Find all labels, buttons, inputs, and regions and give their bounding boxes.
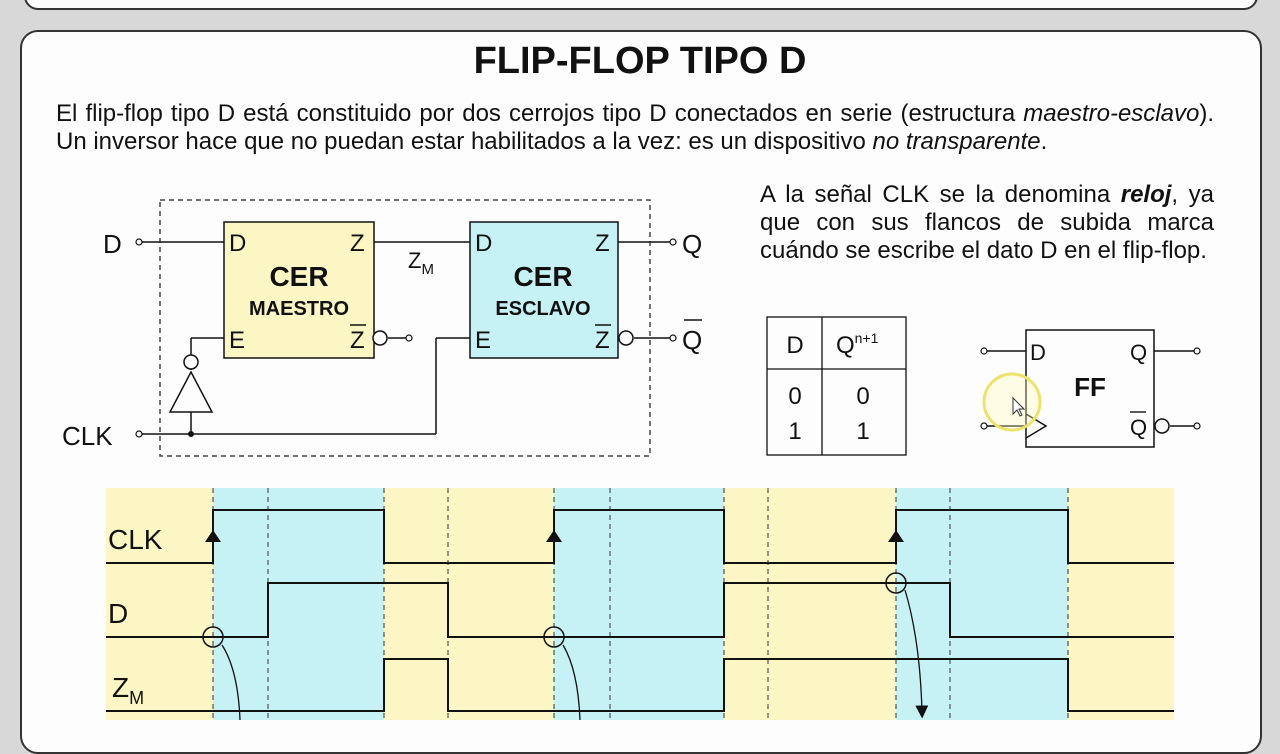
- timing-band: [268, 488, 384, 720]
- dashed-boundary: [159, 199, 651, 457]
- timing-band: [448, 488, 554, 720]
- d-waveform: [106, 582, 1174, 638]
- signal-label-zm: ZM: [112, 672, 144, 708]
- timing-band: [1068, 488, 1174, 720]
- output-qbar-label: Q: [682, 325, 702, 355]
- input-clk-label: CLK: [62, 421, 113, 451]
- ff-pin-q: Q: [1130, 340, 1147, 365]
- ff-pin-d: D: [1030, 340, 1046, 365]
- inverter-bubble: [183, 354, 199, 370]
- timing-bands: [106, 488, 1174, 720]
- signal-label-clk: CLK: [108, 524, 163, 555]
- terminals: [135, 238, 677, 438]
- timing-band: [950, 488, 1068, 720]
- truth-cell: 0: [856, 383, 869, 410]
- slave-zbar-bubble: [618, 330, 634, 346]
- truth-cell: 1: [788, 418, 801, 445]
- figure-canvas: D Z CER MAESTRO E Z D Z CER ESCLAVO E Z: [62, 199, 1201, 720]
- truth-header-q: Qn+1: [836, 330, 879, 359]
- slave-pin-e: E: [475, 327, 491, 354]
- truth-header-d: D: [786, 332, 803, 359]
- clk-waveform: [106, 509, 1174, 564]
- timing-diagram: CLK D ZM: [106, 488, 1174, 720]
- timing-waves: [106, 509, 1174, 712]
- flipflop-symbol: D Q Q FF: [980, 329, 1201, 448]
- master-zbar-bubble: [372, 330, 388, 346]
- timing-band: [610, 488, 724, 720]
- timing-band: [554, 488, 610, 720]
- slave-title: CER: [513, 261, 572, 292]
- rising-edge-arrows: [205, 530, 904, 542]
- page-title: FLIP-FLOP TIPO D: [473, 40, 807, 82]
- timing-band: [768, 488, 896, 720]
- ff-pin-qbar: Q: [1130, 415, 1147, 440]
- timing-band: [896, 488, 950, 720]
- timing-band: [384, 488, 448, 720]
- truth-table: D Qn+1 0 0 1 1: [766, 316, 907, 456]
- master-subtitle: MAESTRO: [249, 298, 349, 320]
- truth-cell: 0: [788, 383, 801, 410]
- input-d-label: D: [103, 229, 122, 259]
- timing-band: [213, 488, 268, 720]
- slave-subtitle: ESCLAVO: [495, 298, 590, 320]
- master-pin-zbar: Z: [350, 327, 365, 354]
- cursor-icon: [1012, 396, 1026, 417]
- ff-qbar-bubble: [1154, 418, 1170, 434]
- ff-label: FF: [1074, 372, 1106, 402]
- signal-label-d: D: [108, 598, 128, 629]
- truth-cell: 1: [856, 418, 869, 445]
- slave-latch: [469, 221, 619, 359]
- causality-arrows: [221, 589, 929, 720]
- slave-pin-d: D: [475, 230, 492, 257]
- master-pin-z: Z: [350, 230, 365, 257]
- clock-description: A la señal CLK se la denomina reloj, ya …: [760, 181, 1214, 264]
- timing-band: [106, 488, 213, 720]
- output-q-label: Q: [682, 229, 702, 259]
- junction-dot: [188, 431, 194, 437]
- sample-circles: [202, 572, 907, 648]
- zm-waveform: [106, 658, 1174, 712]
- intro-paragraph: El flip-flop tipo D está constituido por…: [56, 100, 1214, 155]
- slave-pin-z: Z: [595, 230, 610, 257]
- master-pin-d: D: [229, 230, 246, 257]
- master-latch: [223, 221, 375, 359]
- circuit-diagram: D Z CER MAESTRO E Z D Z CER ESCLAVO E Z: [62, 199, 702, 457]
- timing-band: [724, 488, 768, 720]
- master-pin-e: E: [229, 327, 245, 354]
- cursor-highlight: [982, 372, 1042, 432]
- master-title: CER: [269, 261, 328, 292]
- zm-label: ZM: [408, 248, 434, 278]
- slave-pin-zbar: Z: [595, 327, 610, 354]
